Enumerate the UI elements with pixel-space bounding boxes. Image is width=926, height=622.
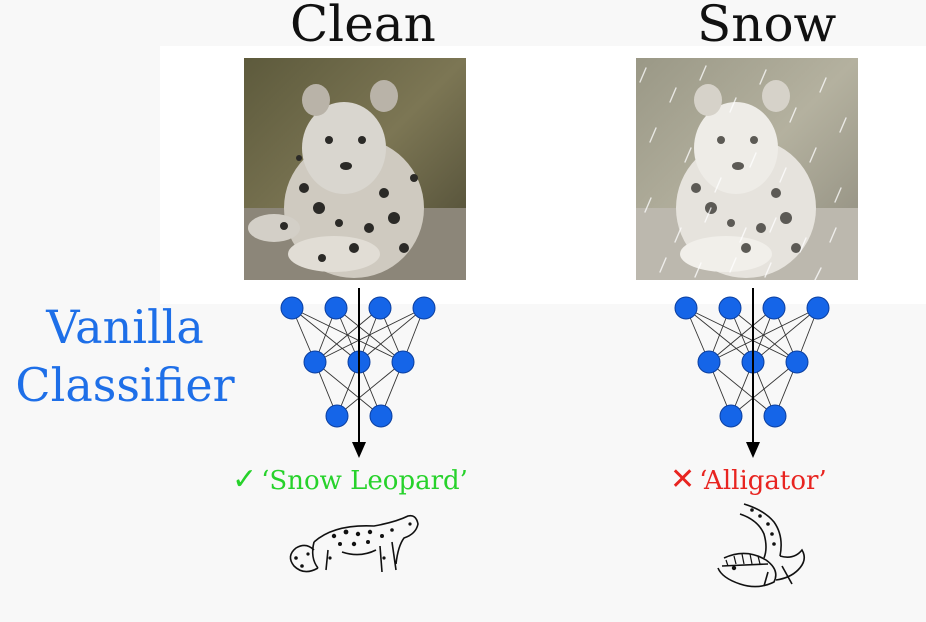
arrow-head [746, 442, 760, 458]
hidden-node [391, 350, 415, 374]
side-label-line2: Classifier [15, 358, 235, 412]
input-node [718, 296, 742, 320]
snow-network-diagram [674, 288, 830, 458]
output-node [763, 404, 787, 428]
input-node [674, 296, 698, 320]
clean-network-diagram [280, 288, 436, 458]
vanilla-classifier-label: Vanilla Classifier [10, 298, 240, 414]
clean-prediction-label: ‘Snow Leopard’ [261, 466, 468, 496]
clean-column-title: Clean [290, 0, 436, 53]
snow-prediction: ✕‘Alligator’ [670, 462, 827, 497]
snow-prediction-label: ‘Alligator’ [699, 466, 827, 496]
output-node [325, 404, 349, 428]
snow-column-title: Snow [697, 0, 837, 53]
input-node [280, 296, 304, 320]
side-label-line1: Vanilla [46, 300, 204, 354]
arrow-head [352, 442, 366, 458]
alligator-sketch-icon [717, 503, 806, 588]
input-node [412, 296, 436, 320]
hidden-node [785, 350, 809, 374]
snow-leopard-sketch-icon [289, 514, 419, 573]
hidden-node [697, 350, 721, 374]
snow-corrupted-image [636, 58, 858, 280]
input-node [368, 296, 392, 320]
clean-snow-leopard-image [244, 58, 466, 280]
cross-icon: ✕ [670, 462, 696, 497]
hidden-node [303, 350, 327, 374]
clean-prediction: ✓‘Snow Leopard’ [232, 462, 468, 497]
input-node [324, 296, 348, 320]
output-node [719, 404, 743, 428]
input-node [762, 296, 786, 320]
check-icon: ✓ [232, 462, 258, 497]
output-node [369, 404, 393, 428]
input-node [806, 296, 830, 320]
